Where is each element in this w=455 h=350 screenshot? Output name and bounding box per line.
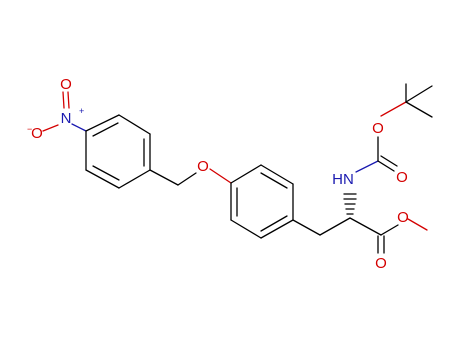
bond-n-o-top-double <box>67 91 70 109</box>
bond-o-methyl <box>407 218 428 231</box>
bond-ring2-cb <box>292 219 321 236</box>
ester-oxygen-single-label: O <box>397 209 409 226</box>
ring2-bond-1 <box>230 164 262 184</box>
bond-n-o-left <box>42 124 59 132</box>
bond-o-ring2 <box>209 168 232 184</box>
ring1-bond-4 <box>118 169 151 189</box>
nitrogen-plus-charge: + <box>79 106 84 116</box>
backbone <box>292 193 382 236</box>
ring2-inner-1 <box>260 172 288 189</box>
bond-n-aryl <box>71 123 87 132</box>
bond-o-tbu <box>380 101 407 117</box>
nitrophenyl-ring <box>85 114 151 189</box>
methyl-ester <box>377 218 428 254</box>
nitro-oxygen-top-label: O <box>60 76 72 93</box>
ring1-inner-3 <box>92 165 120 181</box>
formal-charges: + − <box>27 106 84 134</box>
carbamate-oxygen-carbonyl-label: O <box>396 169 408 186</box>
ring1-inner-1 <box>92 122 119 137</box>
bond-ch2-o <box>177 172 197 186</box>
ether-oxygen-label: O <box>197 158 209 175</box>
bond-carbonyl-o-single <box>380 224 399 236</box>
bond-n-carbamate <box>355 160 379 173</box>
bond-carbamate-o-double-a <box>377 160 395 172</box>
bond-cb-ca <box>319 217 351 236</box>
carbamate-oxygen-ester-label: O <box>372 120 384 137</box>
ring1-bond-5 <box>85 169 120 189</box>
ring1-bond-2 <box>118 114 151 135</box>
ring2-bond-4 <box>260 219 294 239</box>
boc-group <box>355 83 433 173</box>
oxygen-minus-charge: − <box>27 124 32 134</box>
bond-n-o-top <box>62 91 65 109</box>
ester-oxygen-carbonyl-label: O <box>375 255 387 272</box>
bond-ca-carbonyl <box>349 217 382 236</box>
nitro-nitrogen-label: N <box>61 110 72 127</box>
tyrosine-ring <box>230 164 294 239</box>
nitro-oxygen-left-label: O <box>31 125 43 142</box>
nitro-group <box>42 91 87 132</box>
ring2-bond-2 <box>260 164 294 185</box>
amide-nitrogen-label: HN <box>332 171 354 188</box>
bond-carbamate-o-double-b <box>380 155 398 167</box>
bond-tbu-me-right <box>405 85 433 103</box>
atom-labels: O N O O HN O O O O <box>31 76 409 272</box>
bond-tbu-me-lower <box>405 101 433 118</box>
ring1-bond-1 <box>85 114 120 132</box>
ring2-bond-5 <box>230 219 262 239</box>
stereo-hash-bond <box>343 193 357 215</box>
ring2-inner-2 <box>260 215 288 232</box>
benzyl-ether-linkage <box>149 168 232 186</box>
bond-ring1-ch2 <box>149 169 179 186</box>
